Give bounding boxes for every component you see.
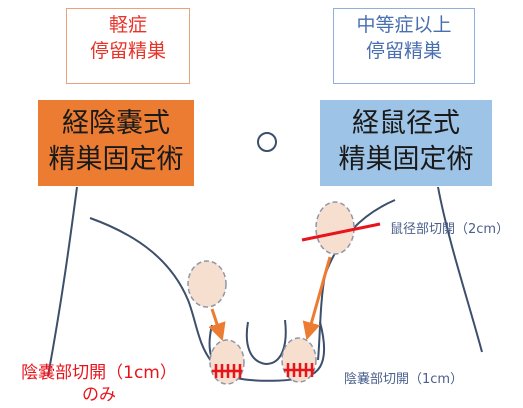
left-method-line-2: 精巣固定術: [48, 144, 184, 175]
left-incision-line-2: のみ: [82, 385, 116, 405]
right-scrotal-incision-label: 陰嚢部切開（1cm）: [344, 372, 464, 387]
inguinal-incision-label: 鼠径部切開（2cm）: [390, 222, 510, 237]
penis-outline: [245, 319, 287, 366]
descent-arrow-icon: [208, 308, 226, 342]
left-severity-line-1: 軽症: [108, 14, 147, 36]
right-method-line-1: 経鼠径式: [352, 108, 460, 139]
left-scrotal-incision-label: 陰嚢部切開（1cm） のみ: [4, 362, 194, 406]
inguinal-incision-line: [301, 222, 381, 242]
left-severity-box: 軽症 停留精巣: [66, 8, 190, 84]
descent-arrow-icon: [302, 256, 332, 341]
right-severity-box: 中等症以上 停留精巣: [333, 8, 475, 84]
incision-stitch-icon: [212, 364, 242, 378]
right-severity-line-2: 停留精巣: [365, 40, 442, 62]
testis-oval-icon: [187, 260, 227, 308]
left-method-line-1: 経陰嚢式: [62, 108, 170, 139]
testis-oval-icon: [209, 339, 245, 385]
testis-oval-icon: [315, 201, 355, 255]
left-severity-line-2: 停留精巣: [89, 40, 166, 62]
right-severity-line-1: 中等症以上: [356, 14, 452, 36]
body-outline-right: [437, 186, 483, 353]
groin-line-left: [89, 217, 213, 363]
right-method-line-2: 精巣固定術: [338, 144, 474, 175]
navel-circle-icon: [257, 132, 277, 152]
body-outline-left: [47, 186, 78, 377]
right-method-box: 経鼠径式 精巣固定術: [320, 100, 492, 186]
incision-stitch-icon: [284, 363, 314, 377]
left-incision-line-1: 陰嚢部切開（1cm）: [21, 363, 177, 383]
left-method-box: 経陰嚢式 精巣固定術: [38, 100, 194, 186]
